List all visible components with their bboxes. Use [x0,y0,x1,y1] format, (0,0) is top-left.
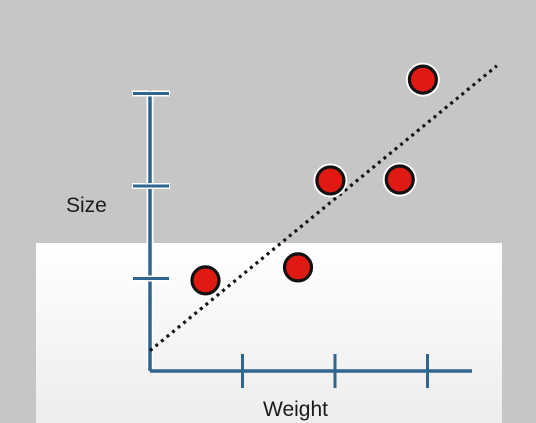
trendline-group [148,64,498,352]
background-lower-band [36,243,502,423]
data-points [188,62,440,298]
data-point-marker-4 [407,64,438,95]
data-point-marker-1 [282,252,314,283]
data-point-1 [281,250,315,285]
trendline [148,64,498,352]
data-point-marker-2 [315,165,346,196]
data-point-0 [188,263,223,298]
data-point-marker-0 [190,265,221,296]
data-point-2 [313,163,348,198]
data-point-4 [405,62,440,97]
x-axis-label: Weight [263,398,328,421]
y-axis-label: Size [66,194,107,217]
background-upper [0,0,536,243]
data-point-marker-3 [384,164,415,195]
axes [132,90,472,388]
data-point-3 [382,162,417,197]
